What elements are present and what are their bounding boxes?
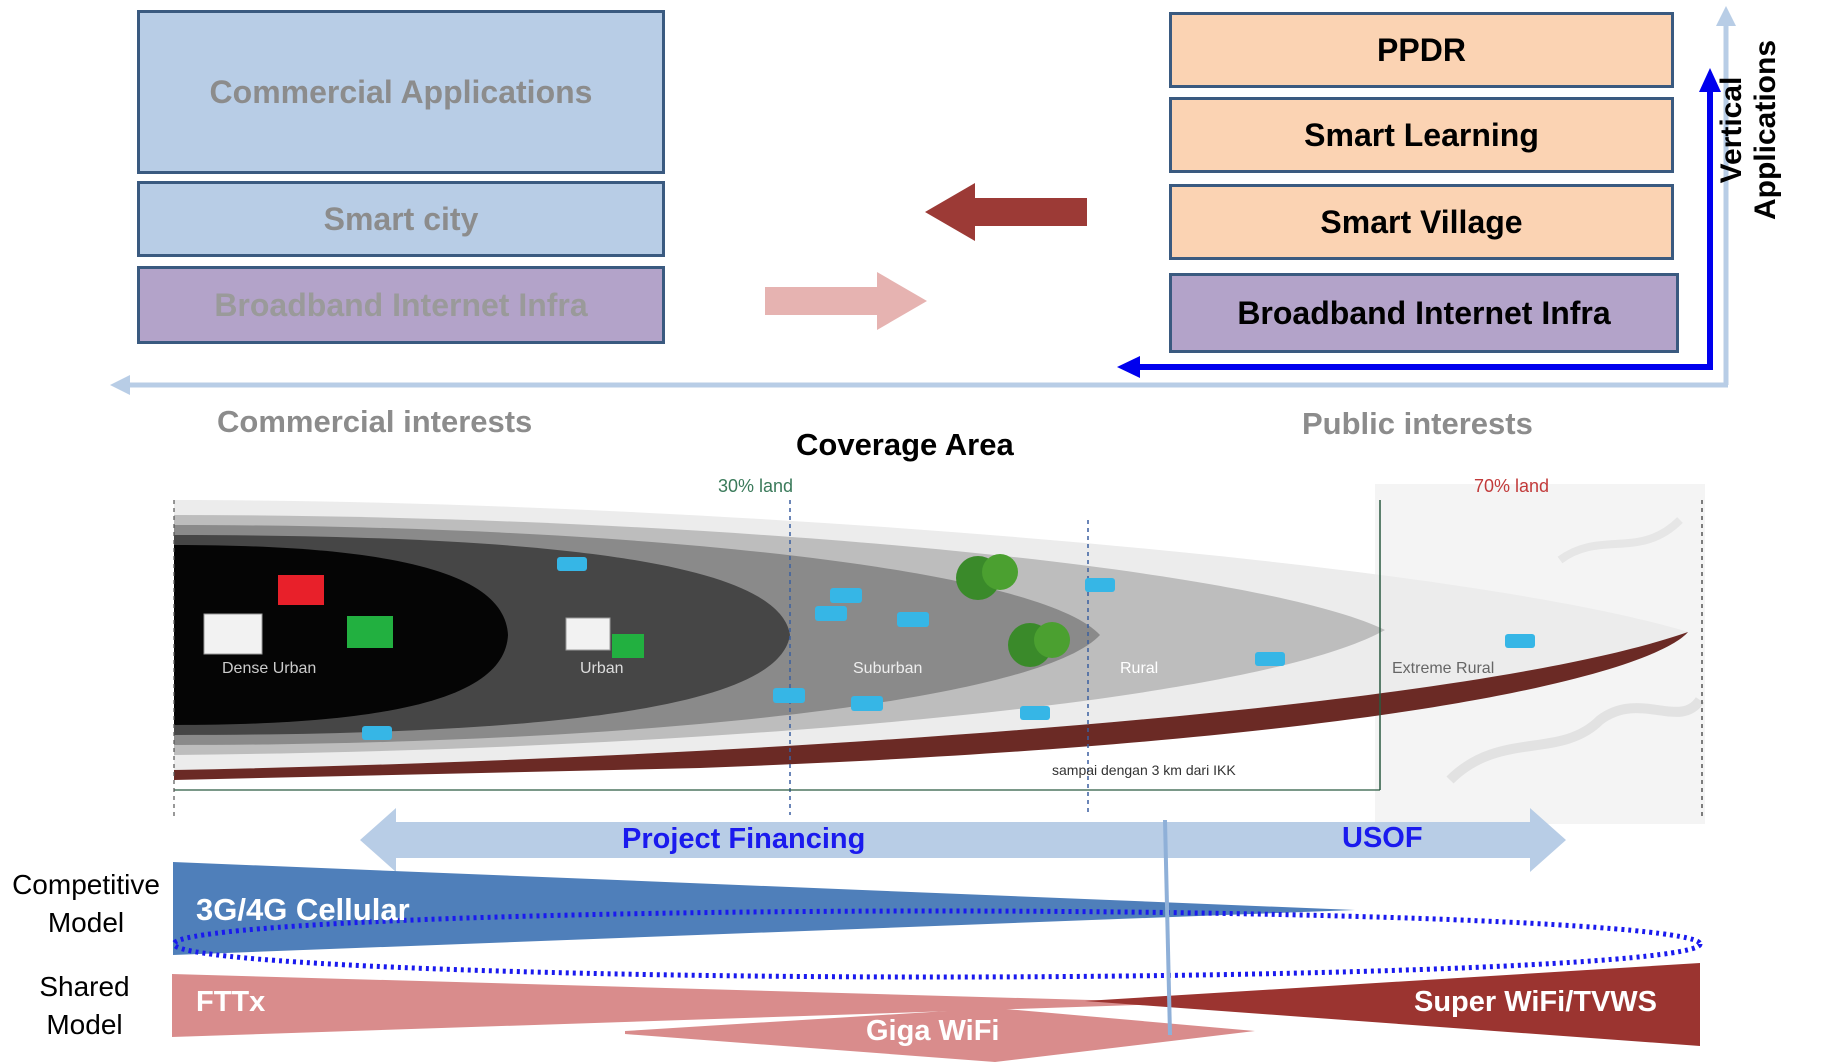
- smart-village-box: Smart Village: [1169, 184, 1674, 260]
- super-wifi-label: Super WiFi/TVWS: [1414, 986, 1658, 1018]
- zone-dense-urban: Dense Urban: [222, 660, 317, 677]
- coverage-map: [170, 484, 1705, 824]
- cellular-label: 3G/4G Cellular: [196, 892, 410, 927]
- zone-urban: Urban: [580, 660, 624, 677]
- fttx-label: FTTx: [196, 986, 266, 1018]
- left-broadband-infra-label: Broadband Internet Infra: [214, 286, 588, 323]
- house-icons: [362, 557, 1535, 740]
- land-30-label: 30% land: [718, 476, 794, 496]
- arrow-right-pink: [765, 272, 927, 330]
- smart-learning-label: Smart Learning: [1304, 116, 1539, 153]
- commercial-applications-label: Commercial Applications: [209, 73, 593, 110]
- right-broadband-infra-label: Broadband Internet Infra: [1237, 294, 1611, 331]
- zone-rural: Rural: [1120, 660, 1159, 677]
- dotted-ellipse: [171, 908, 1703, 980]
- right-broadband-infra-box: Broadband Internet Infra: [1169, 273, 1679, 353]
- cellular-wedge: [173, 862, 1355, 955]
- vertical-applications-label: Vertical Applications: [1715, 40, 1782, 221]
- vertical-axis-light-arrowhead: [1716, 6, 1736, 26]
- zone-extreme-rural: Extreme Rural: [1392, 660, 1495, 677]
- land-70-label: 70% land: [1474, 476, 1550, 496]
- smart-learning-box: Smart Learning: [1169, 97, 1674, 173]
- left-broadband-infra-box: Broadband Internet Infra: [137, 266, 665, 344]
- arrow-left-dark-red: [925, 183, 1087, 241]
- smart-city-label: Smart city: [323, 200, 479, 237]
- ppdr-label: PPDR: [1377, 31, 1466, 68]
- smart-city-box: Smart city: [137, 181, 665, 257]
- project-financing-label: Project Financing: [622, 823, 866, 855]
- coverage-area-title: Coverage Area: [796, 427, 1014, 462]
- super-wifi-wedge: [1085, 963, 1700, 1046]
- commercial-interests-label: Commercial interests: [217, 404, 533, 439]
- blue-axis: [1135, 88, 1713, 370]
- shared-model-label: Shared Model: [39, 971, 130, 1040]
- zone-suburban: Suburban: [853, 660, 923, 677]
- public-interests-label: Public interests: [1302, 406, 1533, 441]
- commercial-applications-box: Commercial Applications: [137, 10, 665, 174]
- usof-label: USOF: [1342, 822, 1423, 854]
- blue-axis-left-arrowhead: [1117, 356, 1140, 378]
- blue-axis-up-arrowhead: [1699, 68, 1721, 92]
- tree-icons: [956, 554, 1070, 667]
- competitive-model-label: Competitive Model: [12, 869, 160, 938]
- giga-wifi-diamond: [625, 1008, 1255, 1062]
- giga-wifi-label: Giga WiFi: [866, 1015, 1000, 1047]
- building-icons: [203, 575, 644, 658]
- ppdr-box: PPDR: [1169, 12, 1674, 88]
- financing-divider-line: [1163, 819, 1172, 1036]
- fttx-wedge: [172, 974, 1195, 1037]
- financing-double-arrow: [360, 808, 1566, 872]
- coverage-note: sampai dengan 3 km dari IKK: [1052, 762, 1236, 778]
- horizontal-axis-light-arrowhead: [110, 375, 130, 395]
- smart-village-label: Smart Village: [1320, 203, 1523, 240]
